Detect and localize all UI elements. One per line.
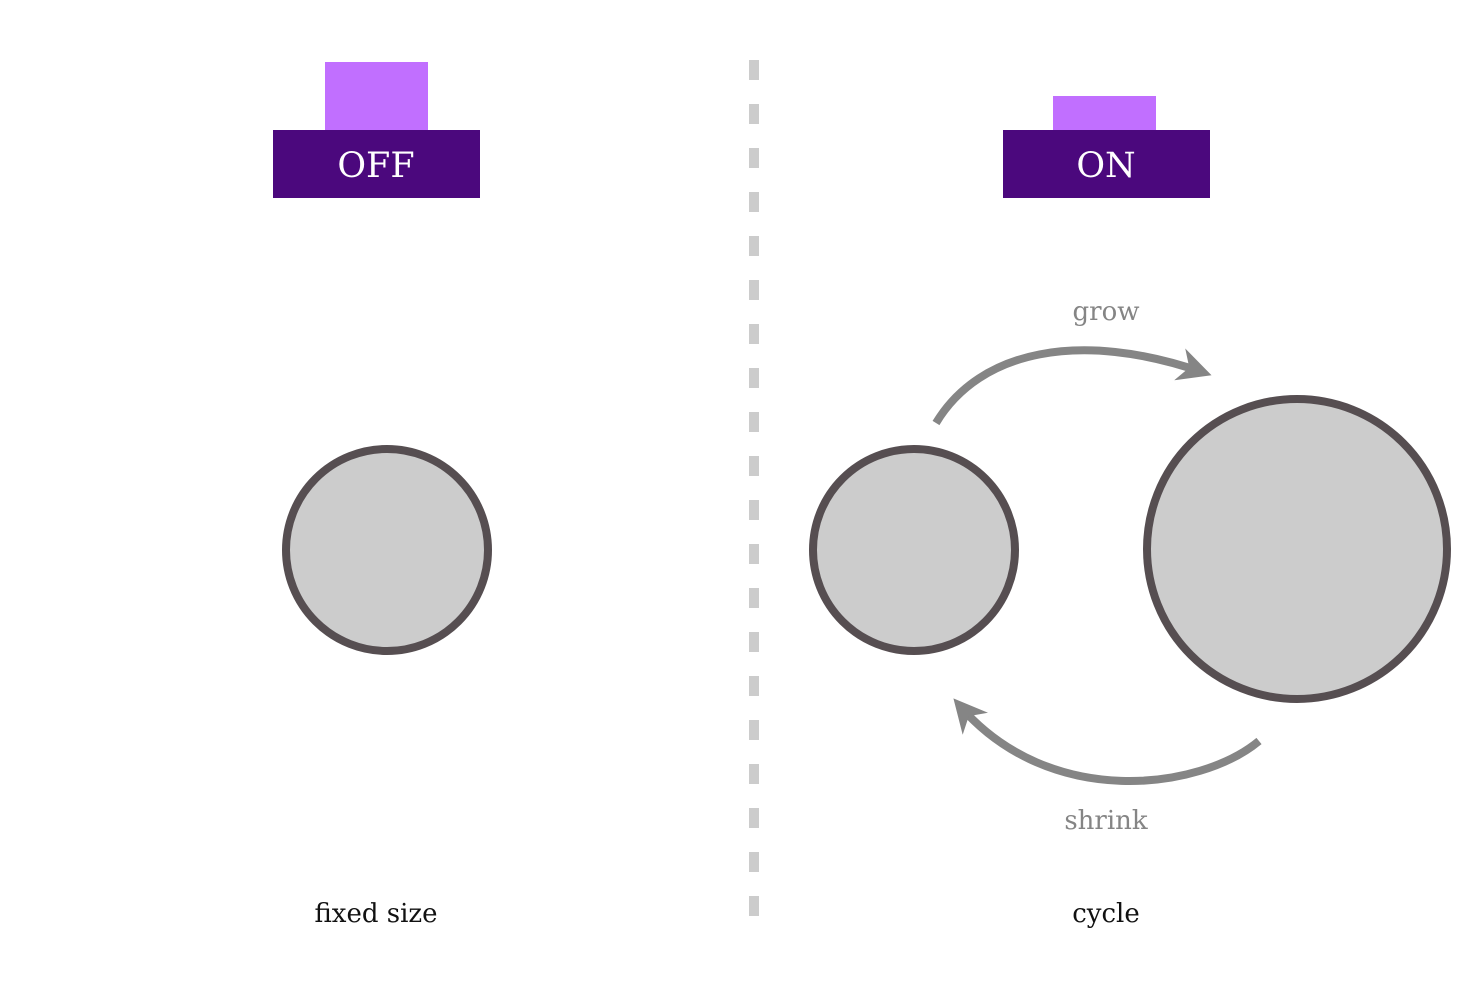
on-toggle-cap [1053, 96, 1156, 132]
on-toggle-label: ON [1076, 146, 1135, 186]
on-toggle-button[interactable]: ON [1003, 96, 1210, 198]
grow-label: grow [1073, 297, 1140, 327]
off-toggle-cap [325, 62, 428, 132]
large-circle [1143, 395, 1451, 703]
shrink-label: shrink [1064, 806, 1148, 836]
on-toggle-face [1003, 130, 1210, 198]
off-toggle-label: OFF [337, 146, 414, 186]
shrink-arrow [953, 698, 1262, 785]
cycle-caption: cycle [1072, 899, 1140, 929]
small-circle [809, 445, 1019, 655]
off-toggle-face [273, 130, 480, 198]
fixed-size-circle [282, 445, 492, 655]
off-toggle-button[interactable]: OFF [273, 62, 480, 198]
fixed-size-caption: fixed size [314, 899, 437, 929]
grow-arrow [932, 346, 1212, 426]
